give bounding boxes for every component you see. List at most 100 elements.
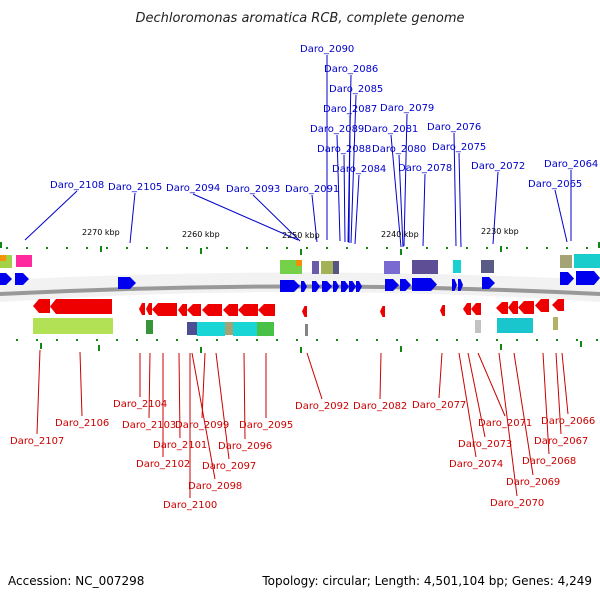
forward-gene-label[interactable]: Daro_2081: [364, 124, 418, 135]
reverse-gene-label[interactable]: Daro_2068: [522, 456, 576, 467]
reverse-gene-arrow[interactable]: [380, 306, 385, 317]
reverse-gene-label[interactable]: Daro_2069: [506, 477, 560, 488]
feature-block[interactable]: [475, 320, 481, 333]
feature-block[interactable]: [321, 261, 333, 274]
reverse-gene-arrow[interactable]: [187, 304, 201, 316]
forward-gene-arrow[interactable]: [356, 281, 362, 292]
forward-gene-arrow[interactable]: [118, 277, 136, 289]
reverse-gene-arrow[interactable]: [535, 299, 549, 312]
forward-gene-arrow[interactable]: [482, 277, 495, 289]
forward-gene-arrow[interactable]: [333, 281, 339, 292]
reverse-gene-label[interactable]: Daro_2102: [136, 459, 190, 470]
reverse-gene-arrow[interactable]: [152, 303, 177, 316]
reverse-gene-arrow[interactable]: [139, 303, 145, 315]
forward-gene-label[interactable]: Daro_2072: [471, 161, 525, 172]
feature-block[interactable]: [197, 322, 225, 336]
reverse-gene-arrow[interactable]: [508, 301, 518, 314]
reverse-gene-label[interactable]: Daro_2073: [458, 439, 512, 450]
reverse-gene-arrow[interactable]: [50, 299, 112, 314]
reverse-gene-label[interactable]: Daro_2098: [188, 481, 242, 492]
reverse-gene-label[interactable]: Daro_2066: [541, 416, 595, 427]
feature-block[interactable]: [257, 322, 274, 336]
reverse-gene-arrow[interactable]: [202, 304, 222, 316]
forward-gene-label[interactable]: Daro_2088: [317, 144, 371, 155]
forward-gene-arrow[interactable]: [349, 281, 356, 292]
forward-gene-arrow[interactable]: [452, 279, 457, 291]
feature-block[interactable]: [233, 322, 257, 336]
reverse-gene-label[interactable]: Daro_2101: [153, 440, 207, 451]
reverse-gene-label[interactable]: Daro_2077: [412, 400, 466, 411]
feature-block[interactable]: [481, 260, 494, 273]
forward-gene-label[interactable]: Daro_2075: [432, 142, 486, 153]
reverse-gene-label[interactable]: Daro_2096: [218, 441, 272, 452]
forward-gene-label[interactable]: Daro_2093: [226, 184, 280, 195]
forward-gene-label[interactable]: Daro_2089: [310, 124, 364, 135]
forward-gene-label[interactable]: Daro_2084: [332, 164, 386, 175]
feature-block[interactable]: [16, 255, 32, 267]
forward-gene-arrow[interactable]: [385, 279, 399, 291]
forward-gene-arrow[interactable]: [576, 271, 600, 285]
reverse-gene-label[interactable]: Daro_2100: [163, 500, 217, 511]
forward-gene-arrow[interactable]: [312, 281, 320, 292]
reverse-gene-label[interactable]: Daro_2099: [175, 420, 229, 431]
reverse-gene-label[interactable]: Daro_2095: [239, 420, 293, 431]
reverse-gene-arrow[interactable]: [496, 302, 508, 314]
feature-block[interactable]: [453, 260, 461, 273]
reverse-gene-arrow[interactable]: [258, 304, 275, 316]
feature-block[interactable]: [187, 322, 197, 335]
forward-gene-label[interactable]: Daro_2080: [372, 144, 426, 155]
feature-block[interactable]: [384, 261, 400, 274]
forward-gene-label[interactable]: Daro_2079: [380, 103, 434, 114]
reverse-gene-arrow[interactable]: [471, 303, 481, 315]
forward-gene-arrow[interactable]: [301, 281, 307, 292]
reverse-gene-label[interactable]: Daro_2106: [55, 418, 109, 429]
forward-gene-arrow[interactable]: [400, 279, 411, 291]
feature-block[interactable]: [553, 317, 558, 330]
forward-gene-label[interactable]: Daro_2091: [285, 184, 339, 195]
forward-gene-arrow[interactable]: [322, 281, 332, 292]
reverse-gene-arrow[interactable]: [440, 305, 445, 316]
forward-gene-arrow[interactable]: [458, 279, 463, 291]
reverse-gene-label[interactable]: Daro_2082: [353, 401, 407, 412]
forward-gene-label[interactable]: Daro_2078: [398, 163, 452, 174]
feature-block[interactable]: [312, 261, 319, 274]
feature-block[interactable]: [412, 260, 438, 274]
forward-gene-arrow[interactable]: [15, 273, 29, 285]
reverse-gene-label[interactable]: Daro_2092: [295, 401, 349, 412]
reverse-gene-label[interactable]: Daro_2074: [449, 459, 503, 470]
forward-gene-label[interactable]: Daro_2085: [329, 84, 383, 95]
feature-block[interactable]: [296, 260, 302, 266]
reverse-gene-arrow[interactable]: [223, 304, 238, 316]
forward-gene-label[interactable]: Daro_2087: [323, 104, 377, 115]
forward-gene-label[interactable]: Daro_2065: [528, 179, 582, 190]
reverse-gene-arrow[interactable]: [178, 304, 187, 316]
feature-block[interactable]: [225, 322, 233, 335]
feature-block[interactable]: [333, 261, 339, 274]
forward-gene-arrow[interactable]: [560, 272, 574, 285]
reverse-gene-arrow[interactable]: [518, 301, 534, 314]
reverse-gene-arrow[interactable]: [302, 306, 307, 317]
reverse-gene-arrow[interactable]: [463, 303, 471, 315]
reverse-gene-label[interactable]: Daro_2067: [534, 436, 588, 447]
feature-block[interactable]: [574, 254, 600, 268]
reverse-gene-arrow[interactable]: [146, 303, 152, 315]
reverse-gene-arrow[interactable]: [238, 304, 258, 316]
reverse-gene-label[interactable]: Daro_2097: [202, 461, 256, 472]
reverse-gene-label[interactable]: Daro_2070: [490, 498, 544, 509]
forward-gene-label[interactable]: Daro_2076: [427, 122, 481, 133]
forward-gene-label[interactable]: Daro_2105: [108, 182, 162, 193]
forward-gene-arrow[interactable]: [341, 281, 349, 292]
feature-block[interactable]: [33, 318, 113, 334]
reverse-gene-label[interactable]: Daro_2104: [113, 399, 167, 410]
feature-block[interactable]: [497, 318, 533, 333]
feature-block[interactable]: [146, 320, 153, 334]
forward-gene-label[interactable]: Daro_2090: [300, 44, 354, 55]
reverse-gene-label[interactable]: Daro_2107: [10, 436, 64, 447]
feature-block[interactable]: [305, 324, 308, 336]
reverse-gene-arrow[interactable]: [33, 299, 50, 313]
forward-gene-arrow[interactable]: [0, 273, 12, 285]
forward-gene-label[interactable]: Daro_2108: [50, 180, 104, 191]
reverse-gene-label[interactable]: Daro_2071: [478, 418, 532, 429]
forward-gene-label[interactable]: Daro_2064: [544, 159, 598, 170]
forward-gene-label[interactable]: Daro_2086: [324, 64, 378, 75]
